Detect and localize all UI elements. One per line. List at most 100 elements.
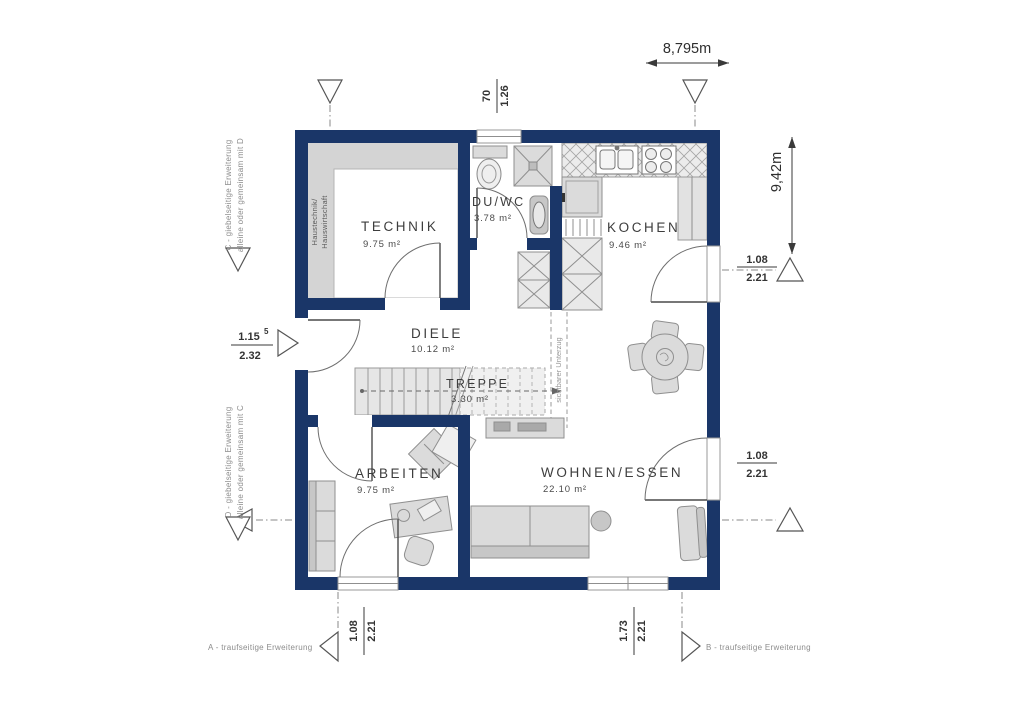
kitchen-sink-bowl-left bbox=[599, 149, 616, 170]
extension-marker-b bbox=[681, 630, 701, 663]
room-area-wohnen: 22.10 m² bbox=[543, 484, 587, 495]
toilet-bowl-inner bbox=[481, 164, 497, 184]
room-area-diele: 10.12 m² bbox=[411, 344, 455, 355]
room-label-duwc: DU/WC bbox=[472, 195, 525, 209]
room-label-kochen: KOCHEN bbox=[607, 220, 680, 235]
stove-burner-4 bbox=[660, 161, 672, 173]
dim-entrance-w: 1.15 bbox=[238, 331, 259, 343]
arbeiten-door-swing bbox=[317, 426, 373, 482]
arbeiten-door-opening bbox=[318, 415, 372, 427]
entrance-direction-marker bbox=[277, 328, 300, 358]
technik-note-line2: Hauswirtschaft bbox=[320, 195, 329, 249]
dining-table-decor-squiggle bbox=[659, 352, 669, 362]
toilet-cistern bbox=[472, 145, 508, 159]
kitchen-tall-unit-1-cross bbox=[561, 237, 603, 275]
toilet-bowl bbox=[476, 158, 502, 190]
staircase bbox=[354, 365, 562, 418]
extension-marker-c bbox=[225, 247, 251, 273]
extension-annotations: A - traufseitige Erweiterung B - traufse… bbox=[208, 138, 811, 652]
dim-arrow-up bbox=[788, 137, 796, 148]
dim-bottom-left: 1.08 2.21 bbox=[348, 607, 378, 655]
extension-marker-top-right bbox=[682, 79, 708, 105]
hall-closet-2-cross bbox=[517, 279, 551, 309]
dim-right-upper: 1.08 2.21 bbox=[737, 254, 777, 284]
dim-top-opening-h: 1.26 bbox=[499, 85, 511, 106]
ext-d-label-line2: alleine oder gemeinsam mit C bbox=[236, 405, 245, 519]
daybed-seat bbox=[315, 480, 336, 572]
beam-note: sichtbarer Unterzug bbox=[554, 337, 563, 402]
kitchen-faucet bbox=[614, 145, 620, 151]
ext-c-label-line1: C - giebelseitige Erweiterung bbox=[224, 140, 233, 251]
reference-lines bbox=[225, 79, 805, 663]
desk-chair bbox=[403, 535, 435, 567]
technik-door-opening bbox=[385, 298, 440, 310]
technik-inner-area bbox=[333, 168, 459, 299]
desk-group bbox=[389, 495, 453, 539]
extension-marker-d bbox=[225, 516, 251, 542]
dining-set bbox=[627, 320, 705, 395]
stove-burner-2 bbox=[660, 148, 672, 160]
wall-technik-bottom bbox=[295, 298, 470, 310]
armchair bbox=[676, 505, 709, 562]
room-area-arbeiten: 9.75 m² bbox=[357, 485, 395, 496]
room-area-kochen: 9.46 m² bbox=[609, 240, 647, 251]
ext-b-label: B - traufseitige Erweiterung bbox=[706, 643, 811, 652]
room-area-technik: 9.75 m² bbox=[363, 239, 401, 250]
dim-overall-height-text: 9,42m bbox=[769, 152, 785, 192]
daybed bbox=[308, 480, 336, 572]
sofa bbox=[470, 505, 590, 559]
extension-marker-right-lower bbox=[775, 506, 805, 532]
hall-closet-1-cross bbox=[517, 251, 551, 281]
dim-entrance: 1.15 5 2.32 bbox=[231, 327, 300, 362]
dim-right-lower-h: 2.21 bbox=[746, 468, 767, 480]
entrance-door-swing bbox=[307, 319, 361, 373]
kitchen-tall-unit-2-cross bbox=[561, 273, 603, 311]
technik-note-line1: Haustechnik/ bbox=[310, 198, 319, 246]
sofa-back bbox=[470, 545, 590, 559]
entrance-opening bbox=[295, 318, 308, 370]
room-label-wohnen: WOHNEN/ESSEN bbox=[541, 465, 683, 480]
technik-door-swing bbox=[384, 242, 441, 299]
fridge-handle bbox=[561, 193, 565, 202]
dim-bottom-right: 1.73 2.21 bbox=[618, 607, 648, 655]
dimension-annotations: 8,795m 9,42m 70 1.26 1.15 5 2.32 1. bbox=[231, 41, 796, 655]
room-label-arbeiten: ARBEITEN bbox=[355, 466, 443, 481]
stove-burner-3 bbox=[645, 161, 657, 173]
duwc-door-opening bbox=[477, 238, 527, 250]
dim-right-upper-w: 1.08 bbox=[746, 254, 767, 266]
lounge-chair-fold bbox=[423, 443, 445, 465]
technik-side-strip bbox=[308, 143, 334, 298]
dim-top-opening: 70 1.26 bbox=[481, 79, 511, 113]
ext-d-label-line1: D - giebelseitige Erweiterung bbox=[224, 407, 233, 518]
stove-burner-1 bbox=[645, 148, 657, 160]
room-label-diele: DIELE bbox=[411, 326, 463, 341]
stair-walkline-arrow bbox=[552, 387, 562, 395]
ext-a-label: A - traufseitige Erweiterung bbox=[208, 643, 312, 652]
fridge bbox=[561, 176, 603, 218]
dim-bottom-left-h: 2.21 bbox=[366, 620, 378, 641]
door-right-lower bbox=[706, 437, 721, 501]
rooms-furniture bbox=[308, 142, 709, 572]
doors-windows bbox=[295, 129, 721, 591]
side-table bbox=[590, 510, 612, 532]
daybed-back bbox=[308, 480, 317, 572]
dim-right-lower-w: 1.08 bbox=[746, 450, 767, 462]
dim-top-opening-w: 70 bbox=[481, 90, 493, 102]
dining-table bbox=[641, 333, 689, 381]
dim-entrance-w-sup: 5 bbox=[264, 327, 269, 336]
dim-arrow-down bbox=[788, 243, 796, 254]
desk-lamp bbox=[397, 508, 411, 522]
dim-arrow-left bbox=[646, 59, 657, 67]
dim-bottom-right-h: 2.21 bbox=[636, 620, 648, 641]
dim-right-upper-h: 2.21 bbox=[746, 272, 767, 284]
washbasin-bowl bbox=[532, 201, 546, 229]
door-right-upper bbox=[706, 245, 721, 303]
room-area-duwc: 3.78 m² bbox=[474, 213, 512, 224]
armchair-back bbox=[695, 506, 709, 558]
tv-device-2 bbox=[517, 422, 547, 432]
fridge-inner bbox=[565, 180, 599, 214]
shower-drain bbox=[528, 161, 538, 171]
dim-arrow-right bbox=[718, 59, 729, 67]
dining-table-decor bbox=[656, 348, 674, 366]
